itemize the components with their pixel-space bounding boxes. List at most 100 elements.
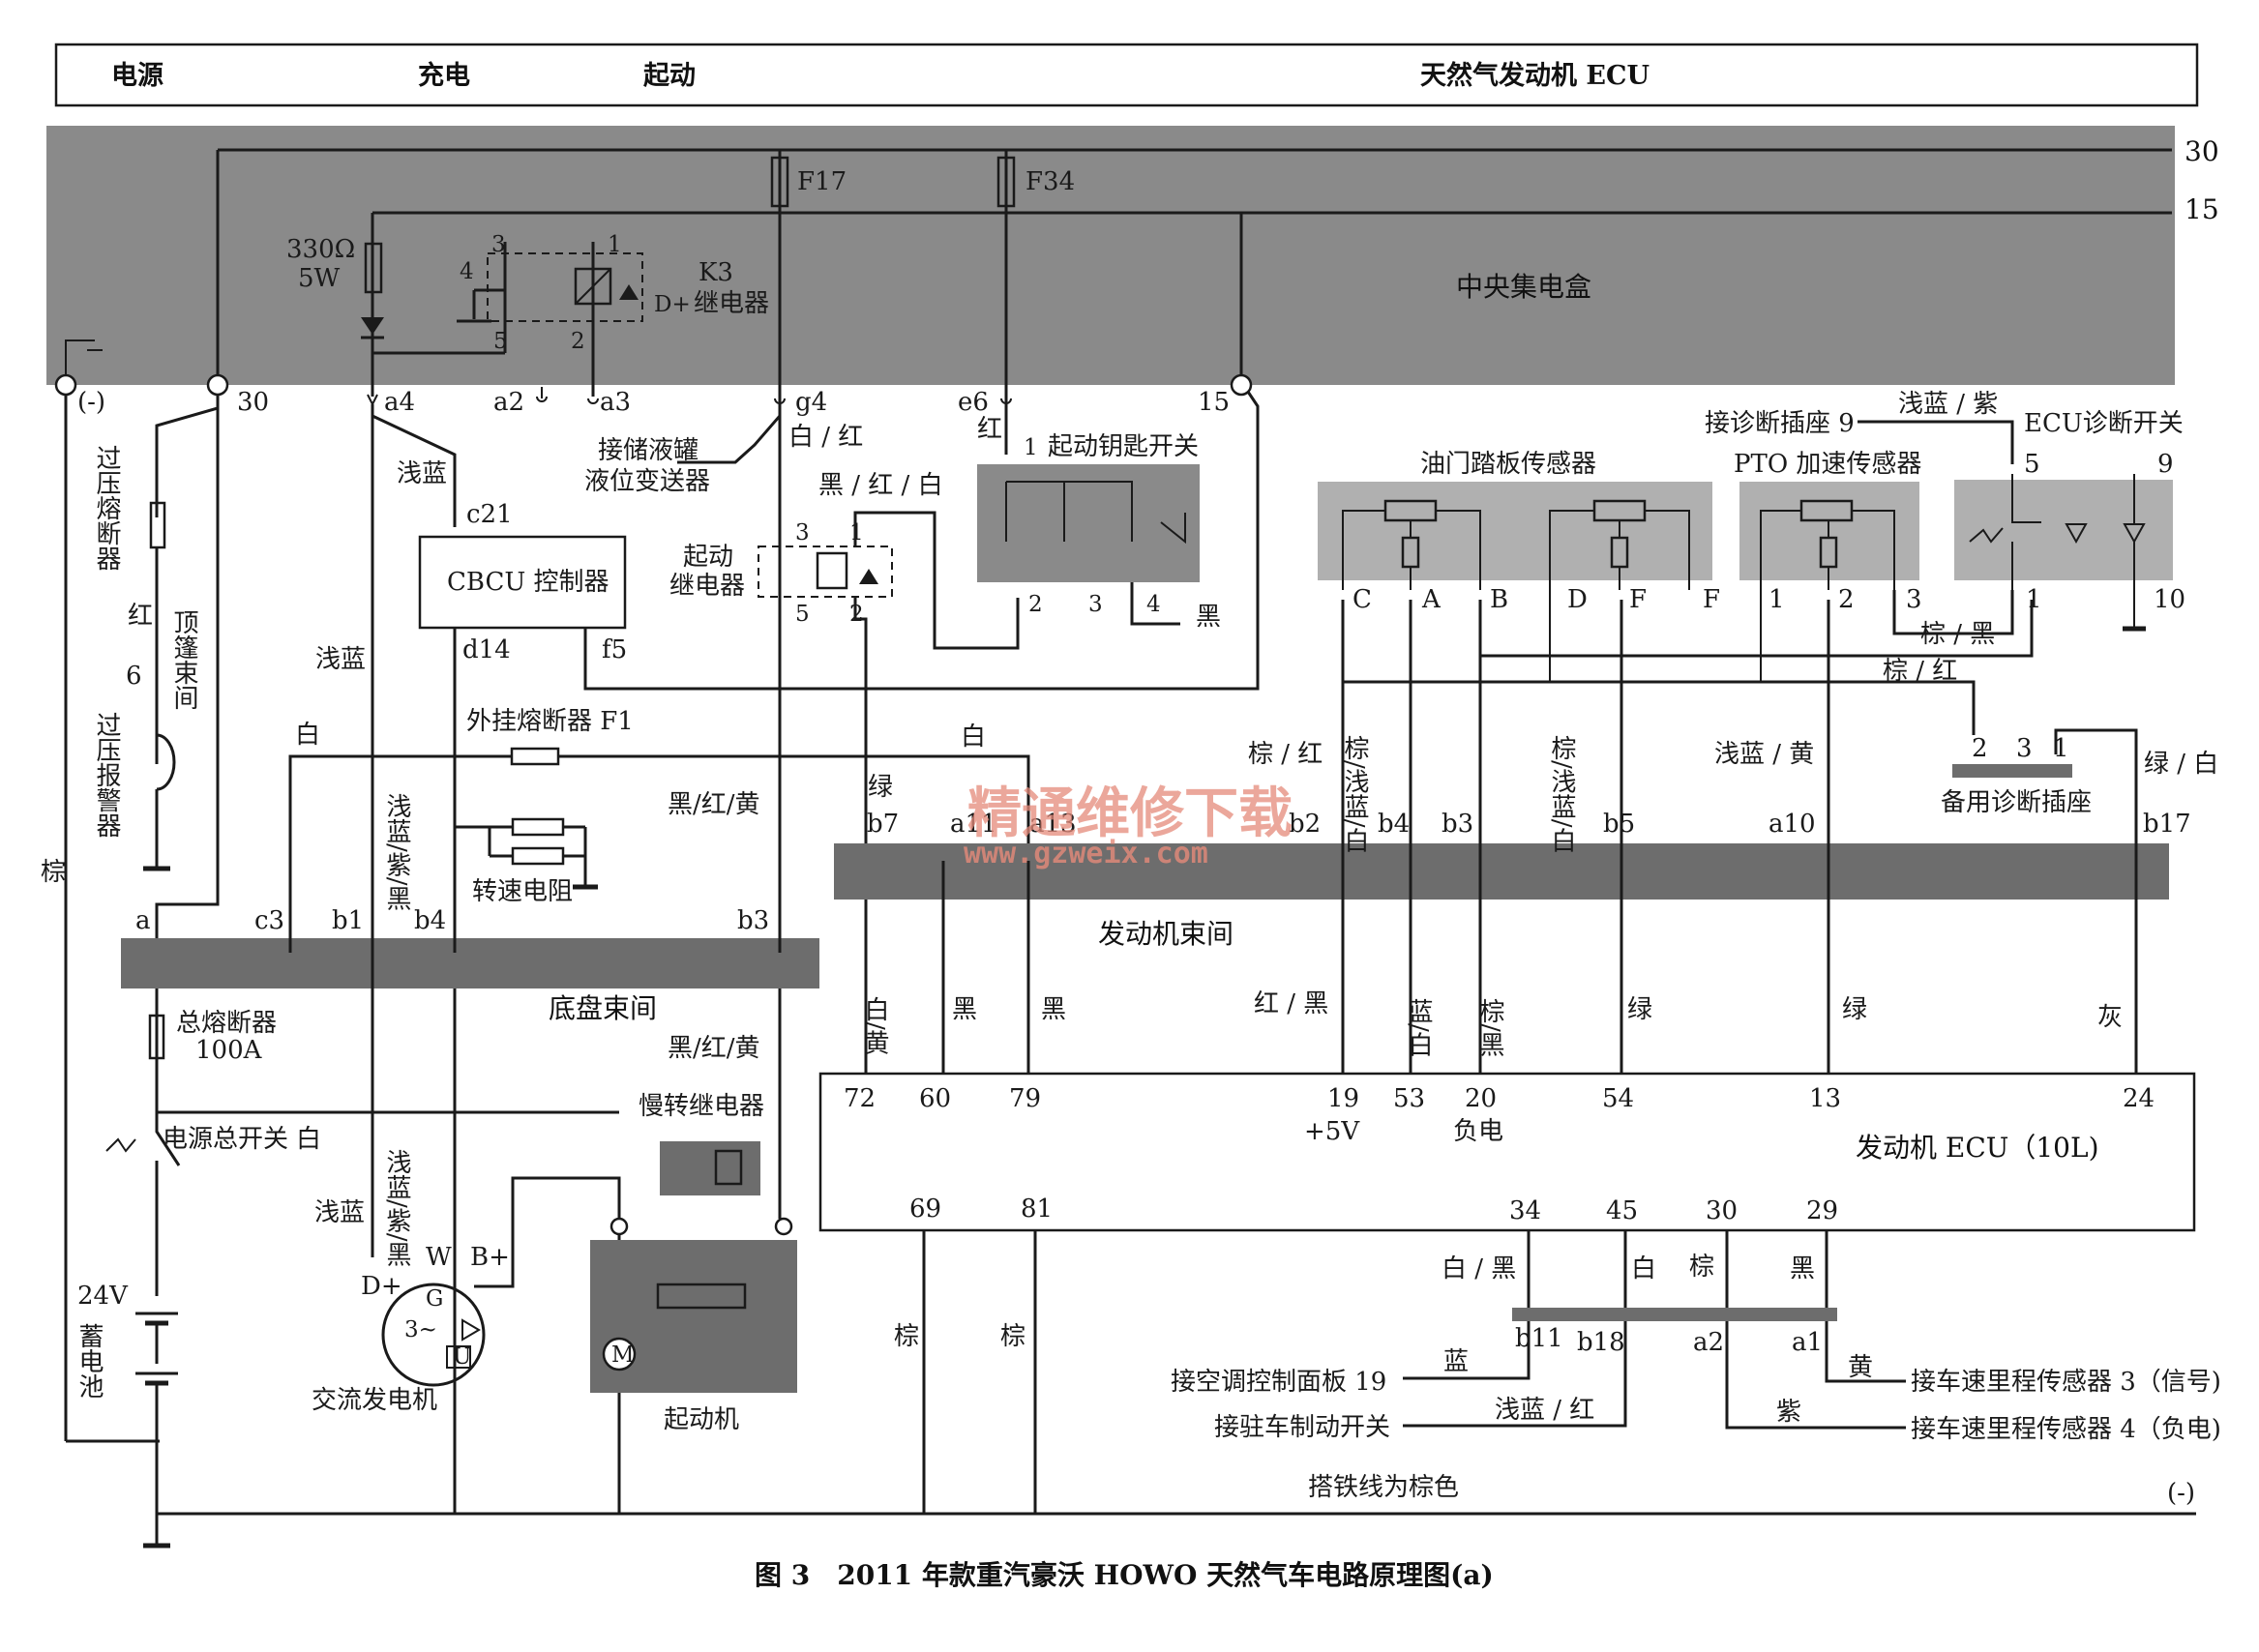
- key-pin2: 2: [1028, 592, 1043, 617]
- diag-led-1-icon: [2065, 523, 2088, 545]
- w34-color: 白 / 黑: [1442, 1254, 1516, 1283]
- fuse-f34-label: F34: [1025, 167, 1075, 196]
- overvolt-alarm-icon: [156, 733, 176, 791]
- master-switch-blade: [155, 1112, 181, 1166]
- key-black-label: 黑: [1196, 603, 1221, 632]
- wire-diag-sock: [1858, 420, 2014, 464]
- master-switch-actuator-icon: [105, 1137, 136, 1153]
- key-icon: [1160, 513, 1186, 545]
- main-fuse: [148, 1014, 165, 1060]
- wire-brown-black: [1480, 590, 2034, 658]
- w30-color: 棕: [1689, 1253, 1714, 1282]
- ground-neg: (-): [2167, 1479, 2195, 1508]
- pin-g4-mark: [774, 398, 786, 404]
- wire-24: [2054, 728, 2138, 861]
- cbcu-d14: d14: [462, 635, 511, 664]
- pto-2: 2: [1838, 585, 1855, 614]
- wire-speed-res-mesh: [490, 825, 587, 885]
- bottom-connector: [1512, 1308, 1837, 1321]
- wire-a2-speed: [1725, 1321, 1906, 1430]
- chassis-b1: b1: [332, 906, 364, 935]
- ecu-pin-45: 45: [1606, 1196, 1638, 1225]
- pin-e6-mark: [1000, 398, 1012, 404]
- b4-lb-purple-black: 浅蓝/紫/黑: [382, 793, 411, 911]
- slow-relay-coil: [714, 1149, 743, 1186]
- roof-harness-label: 顶篷束间: [169, 609, 198, 710]
- wire-b18-park: [1403, 1321, 1627, 1428]
- chassis-title: 底盘束间: [549, 992, 657, 1024]
- w24-color: 灰: [2097, 1003, 2123, 1032]
- k3-pin4: 4: [460, 259, 474, 284]
- w60-color: 黑: [952, 995, 977, 1024]
- key-pin3: 3: [1088, 592, 1103, 617]
- k3-pin3: 3: [491, 232, 506, 257]
- w19-color: 红 / 黑: [1254, 989, 1328, 1018]
- header-start: 起动: [643, 61, 696, 91]
- thr-B: B: [1490, 585, 1508, 614]
- speed-yellow: 黄: [1848, 1353, 1873, 1382]
- key-pin1: 1: [1024, 435, 1038, 460]
- start-relay-diode-icon: [859, 569, 878, 584]
- tank-sender-label: 接储液罐: [598, 436, 699, 465]
- eh-a10: a10: [1769, 810, 1816, 839]
- ecu-diag-label: ECU诊断开关: [2024, 409, 2184, 438]
- diag-sock-label: 接诊断插座 9: [1705, 409, 1855, 438]
- eh-b17: b17: [2143, 810, 2191, 839]
- start-relay-coil: [816, 551, 848, 590]
- starter-label: 起动机: [664, 1405, 739, 1434]
- w81-color: 棕: [1000, 1322, 1025, 1351]
- pin-a2-mark: [536, 387, 548, 402]
- ac-blue: 蓝: [1443, 1347, 1469, 1376]
- wire-a4-cbcu: [371, 404, 457, 527]
- ecu-pin-69: 69: [909, 1195, 941, 1224]
- ecu-pin-72: 72: [844, 1084, 876, 1113]
- k3-label: K3: [699, 258, 733, 287]
- wire-key-black: [1130, 582, 1180, 626]
- chassis-harness: [121, 938, 819, 988]
- eh-b7: b7: [867, 810, 899, 839]
- speed-purple: 紫: [1776, 1398, 1801, 1427]
- overvolt-red: 红: [128, 602, 153, 631]
- wire-g4-tank: [677, 404, 782, 464]
- wire-30-a: [155, 395, 220, 953]
- terminal-ground-label: (-): [77, 388, 105, 417]
- k3-diode-icon: [619, 284, 639, 300]
- eh-b5: b5: [1603, 810, 1635, 839]
- chassis-b3: b3: [737, 906, 769, 935]
- diag-pin9: 9: [2157, 450, 2174, 479]
- alt-Dplus: D+: [361, 1272, 402, 1301]
- wire-f5-15: [583, 391, 1260, 691]
- cbcu-controller: [418, 535, 627, 630]
- eh-b3: b3: [1442, 810, 1473, 839]
- ground-note: 搭铁线为棕色: [1308, 1473, 1459, 1502]
- start-relay-pin5: 5: [795, 602, 810, 627]
- bc-a2: a2: [1693, 1328, 1724, 1357]
- brown-lb-white-1: 棕/浅蓝/白: [1340, 735, 1369, 853]
- main-fuse-a-label: 100A: [195, 1036, 263, 1065]
- eh-a13: a13: [1029, 810, 1077, 839]
- ecu-pin-81: 81: [1021, 1195, 1053, 1224]
- eh-b2: b2: [1289, 810, 1321, 839]
- spare-diag-socket: [1952, 764, 2072, 778]
- ecu-pin-30: 30: [1706, 1196, 1738, 1225]
- terminal-30-label: 30: [237, 388, 269, 417]
- terminal-15-label: 15: [1198, 388, 1230, 417]
- pin-e6: e6: [958, 388, 989, 417]
- master-white-label: 白: [296, 1125, 321, 1154]
- speed-sig-label: 接车速里程传感器 3（信号): [1911, 1368, 2221, 1397]
- terminal-ground: [54, 373, 77, 397]
- wire-30-overvolt: [155, 395, 220, 517]
- white2-label: 白: [961, 723, 986, 752]
- ext-fuse-label: 外挂熔断器 F1: [466, 707, 634, 736]
- wire-a1-speed: [1825, 1321, 1906, 1383]
- thr-D: D: [1567, 585, 1588, 614]
- engine-harness-title: 发动机束间: [1098, 918, 1234, 950]
- w72-color: 白/黄: [860, 996, 889, 1055]
- lb-yellow-label: 浅蓝 / 黄: [1714, 740, 1814, 769]
- black-red-white: 黑 / 红 / 白: [818, 471, 943, 500]
- alt-G: G: [426, 1286, 443, 1312]
- header-power: 电源: [111, 61, 163, 91]
- diag-switch-wiring: [2011, 474, 2041, 590]
- slow-relay: [660, 1141, 760, 1195]
- battery-label: 蓄电池: [74, 1323, 104, 1399]
